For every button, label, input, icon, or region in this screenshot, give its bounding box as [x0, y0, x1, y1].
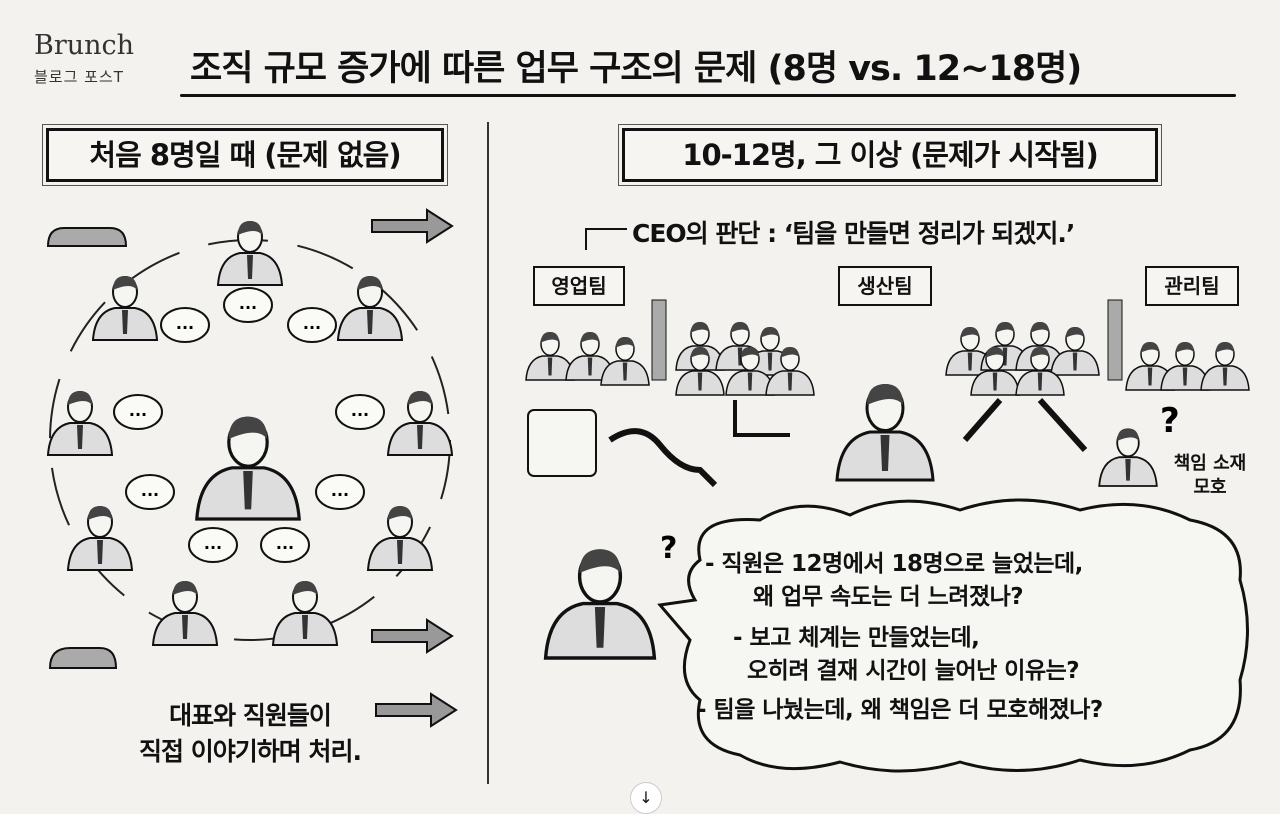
ellipsis-text: ... — [204, 534, 222, 553]
thought-cloud — [657, 498, 1249, 773]
speech-bubble-icon — [125, 474, 175, 510]
group-icon — [48, 647, 118, 669]
left-caption: 대표와 직원들이 직접 이야기하며 처리. — [100, 698, 400, 770]
title-underline — [180, 94, 1236, 97]
person-icon — [675, 347, 725, 396]
team-label-management: 관리팀 — [1145, 266, 1239, 306]
question-line: - 보고 체계는 만들었는데, — [733, 625, 980, 651]
left-section-heading: 처음 8명일 때 (문제 없음) — [42, 124, 448, 186]
person-icon — [66, 506, 134, 571]
speech-bubble-icon — [335, 394, 385, 430]
person-icon — [91, 276, 159, 341]
section-divider — [487, 122, 489, 784]
ellipsis-text: ... — [276, 534, 294, 553]
person-icon — [1050, 327, 1100, 376]
speech-bubble-icon — [113, 394, 163, 430]
calendar-icon — [527, 409, 597, 477]
person-icon — [336, 276, 404, 341]
question-line: 왜 업무 속도는 더 느려졌나? — [753, 584, 1024, 610]
brand-subtitle: 블로그 포스T — [34, 68, 124, 86]
person-icon — [46, 391, 114, 456]
arrow-icon — [962, 398, 1003, 442]
speech-bubble-icon — [223, 287, 273, 323]
question-line: - 직원은 12명에서 18명으로 늘었는데, — [705, 551, 1083, 577]
person-icon — [565, 332, 615, 381]
divider-bar — [1107, 299, 1123, 381]
ellipsis-text: ... — [239, 294, 257, 313]
team-label-sales: 영업팀 — [533, 266, 625, 306]
ceo-judgement: CEO의 판단 : ‘팀을 만들면 정리가 되겠지.’ — [632, 219, 1075, 248]
note-line: 모호 — [1193, 477, 1227, 498]
speech-bubble-icon — [315, 474, 365, 510]
person-icon — [386, 391, 454, 456]
person-icon — [600, 337, 650, 386]
question-line: 오히려 결재 시간이 늘어난 이유는? — [747, 658, 1080, 684]
person-icon — [835, 384, 935, 482]
brand-logo: Brunch — [34, 30, 135, 61]
ellipsis-text: ... — [331, 481, 349, 500]
person-icon — [1160, 342, 1210, 391]
ellipsis-text: ... — [351, 401, 369, 420]
corner-line — [733, 400, 790, 437]
person-icon — [271, 581, 339, 646]
person-icon — [151, 581, 219, 646]
arrow-right-icon — [375, 692, 458, 728]
speech-bubble-icon — [287, 307, 337, 343]
speech-bubble-icon — [260, 527, 310, 563]
group-icon — [46, 227, 128, 247]
person-icon — [1098, 428, 1158, 487]
arrow-right-icon — [371, 618, 454, 654]
page-title: 조직 규모 증가에 따른 업무 구조의 문제 (8명 vs. 12~18명) — [190, 49, 1082, 89]
arrow-down-icon[interactable]: ↓ — [630, 782, 662, 814]
ellipsis-text: ... — [176, 314, 194, 333]
question-mark-icon: ? — [660, 531, 677, 566]
person-icon — [1015, 347, 1065, 396]
person-icon — [543, 549, 657, 660]
caption-line: 대표와 직원들이 — [169, 701, 332, 730]
person-icon — [195, 416, 301, 521]
person-icon — [366, 506, 434, 571]
ellipsis-text: ... — [141, 481, 159, 500]
caption-line: 직접 이야기하며 처리. — [139, 737, 362, 766]
person-icon — [725, 347, 775, 396]
person-icon — [1200, 342, 1250, 391]
team-label-production: 생산팀 — [838, 266, 932, 306]
ellipsis-text: ... — [303, 314, 321, 333]
callout-line — [585, 228, 627, 250]
right-section-heading: 10-12명, 그 이상 (문제가 시작됨) — [618, 124, 1162, 186]
questions-bubble-text: - 직원은 12명에서 18명으로 늘었는데, 왜 업무 속도는 더 느려졌나?… — [697, 548, 1225, 727]
question-line: - 팀을 나눴는데, 왜 책임은 더 모호해졌나? — [697, 697, 1103, 723]
person-icon — [765, 347, 815, 396]
note-line: 책임 소재 — [1173, 453, 1247, 474]
question-mark-icon: ? — [1160, 401, 1180, 441]
divider-bar — [651, 299, 667, 381]
speech-bubble-icon — [160, 307, 210, 343]
wavy-arrow-icon — [608, 428, 718, 488]
speech-bubble-icon — [188, 527, 238, 563]
responsibility-note: 책임 소재 모호 — [1170, 452, 1250, 500]
ellipsis-text: ... — [129, 401, 147, 420]
arrow-right-icon — [371, 208, 454, 244]
arrow-icon — [1037, 397, 1088, 453]
person-icon — [216, 221, 284, 286]
